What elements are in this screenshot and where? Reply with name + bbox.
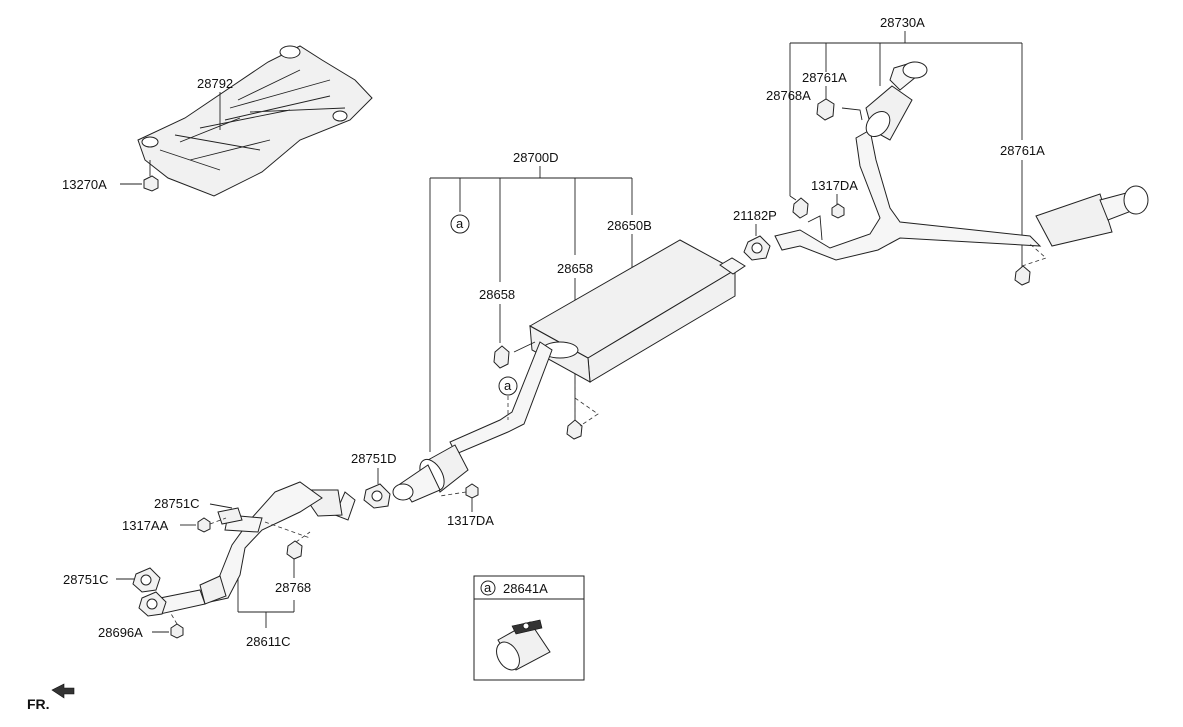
label-28751d: 28751D xyxy=(351,451,397,466)
rear-pipe-assembly xyxy=(774,61,1149,261)
label-13270a: 13270A xyxy=(62,177,107,192)
nut-1317da-rear xyxy=(831,203,845,219)
clamp-reference-a: a xyxy=(450,214,470,234)
flange-front xyxy=(138,591,167,617)
label-28792: 28792 xyxy=(197,76,233,91)
label-28768a: 28768A xyxy=(766,88,811,103)
label-28696a: 28696A xyxy=(98,625,143,640)
label-1317da-rear: 1317DA xyxy=(811,178,858,193)
gasket-21182p xyxy=(743,235,771,261)
gasket-28751d xyxy=(363,483,391,509)
label-28700d: 28700D xyxy=(513,150,559,165)
legend-part-number: 28641A xyxy=(503,581,548,596)
rear-hanger-28761a-top xyxy=(816,98,835,121)
hanger-28658-right xyxy=(566,380,599,440)
rear-hanger-28768a xyxy=(789,195,809,219)
main-muffler xyxy=(528,239,746,383)
label-28751c-bottom: 28751C xyxy=(63,572,109,587)
label-1317da-front: 1317DA xyxy=(447,513,494,528)
front-direction-label: FR. xyxy=(27,696,50,712)
hanger-28768 xyxy=(264,521,311,560)
clamp-ref-pipe-letter: a xyxy=(504,378,512,393)
label-28761a-top: 28761A xyxy=(802,70,847,85)
rear-hanger-28761a-right xyxy=(1014,243,1047,286)
clamp-reference-a-pipe: a xyxy=(498,376,518,420)
clamp-icon xyxy=(496,619,551,671)
label-1317aa: 1317AA xyxy=(122,518,169,533)
label-21182p: 21182P xyxy=(733,208,777,223)
legend-ref-letter: a xyxy=(484,580,492,595)
label-28751c-top: 28751C xyxy=(154,496,200,511)
label-28658-left: 28658 xyxy=(479,287,515,302)
nut-1317da-front xyxy=(439,483,479,499)
hanger-28658-left xyxy=(493,341,536,369)
gasket-28751c-bottom xyxy=(132,567,161,593)
nut-13270a xyxy=(143,160,159,192)
front-direction-indicator: FR. xyxy=(27,683,75,712)
heat-shield xyxy=(137,45,373,197)
center-catalytic-converter xyxy=(392,444,469,503)
nut-1317aa xyxy=(197,517,227,533)
clamp-ref-letter: a xyxy=(456,216,464,231)
clamp-legend-box: a 28641A xyxy=(473,575,585,681)
label-28658-right: 28658 xyxy=(557,261,593,276)
bolt-28696a xyxy=(169,611,184,639)
label-28650b: 28650B xyxy=(607,218,652,233)
label-28761a-right: 28761A xyxy=(1000,143,1045,158)
label-28611c: 28611C xyxy=(246,634,291,649)
label-28768: 28768 xyxy=(275,580,311,595)
gasket-28751c-top xyxy=(217,507,243,525)
label-28730a: 28730A xyxy=(880,15,925,30)
